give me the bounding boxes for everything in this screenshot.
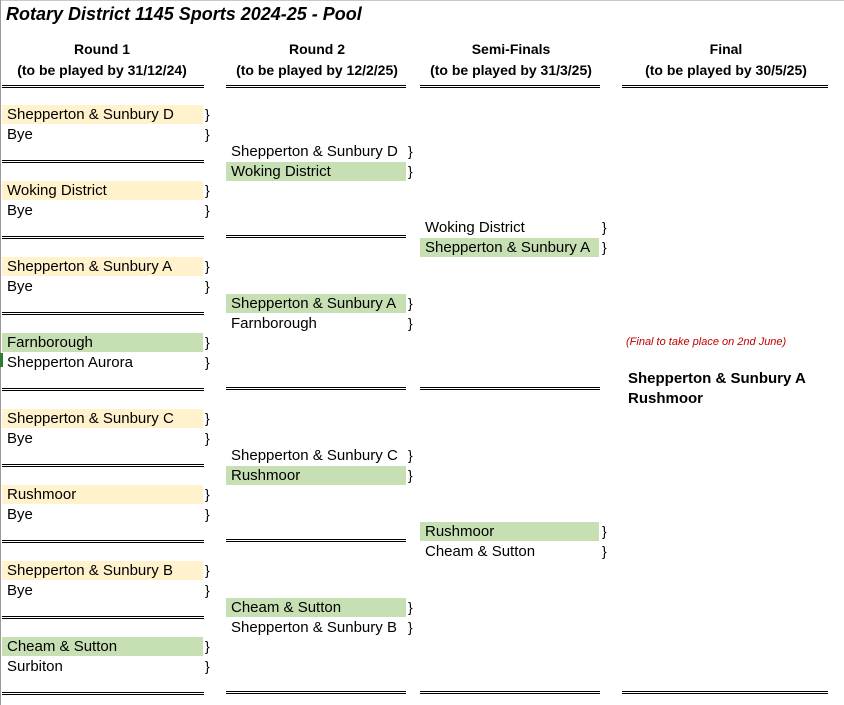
round2-team: Shepperton & Sunbury A <box>226 294 406 313</box>
bracket-brace: } <box>205 258 210 274</box>
sheet-top-border <box>0 0 844 1</box>
header-round-1-deadline: (to be played by 31/12/24) <box>17 62 187 78</box>
sheet-title: Rotary District 1145 Sports 2024-25 - Po… <box>6 4 362 24</box>
round1-team: Shepperton & Sunbury B <box>2 561 203 580</box>
round1-team: Shepperton & Sunbury C <box>2 409 203 428</box>
round1-team: Bye <box>7 505 33 523</box>
cell-marker <box>0 353 3 367</box>
header-round-1-name: Round 1 <box>74 41 130 57</box>
round1-team: Rushmoor <box>2 485 203 504</box>
bracket-brace: } <box>205 638 210 654</box>
bracket-brace: } <box>205 353 210 370</box>
header-round-1: Round 1 (to be played by 31/12/24) <box>2 39 202 81</box>
bracket-brace: } <box>205 106 210 122</box>
finalist-1: Shepperton & Sunbury A <box>628 370 806 387</box>
bracket-brace: } <box>408 143 413 159</box>
round1-team: Shepperton Aurora <box>7 353 133 371</box>
bracket-brace: } <box>408 295 413 311</box>
semi-final-team: Shepperton & Sunbury A <box>420 238 599 257</box>
round1-team: Shepperton & Sunbury D <box>2 105 203 124</box>
match-separator <box>2 388 204 391</box>
bracket-brace: } <box>205 182 210 198</box>
bracket-brace: } <box>408 315 413 331</box>
header-underline <box>420 85 600 88</box>
match-separator <box>622 691 828 694</box>
header-final-deadline: (to be played by 30/5/25) <box>645 62 807 78</box>
bracket-brace: } <box>205 505 210 522</box>
bracket-brace: } <box>205 334 210 350</box>
semi-final-team: Cheam & Sutton <box>425 543 536 560</box>
bracket-brace: } <box>408 163 413 179</box>
bracket-brace: } <box>205 201 210 218</box>
header-semi-finals-deadline: (to be played by 31/3/25) <box>430 62 592 78</box>
match-separator <box>2 236 204 239</box>
round1-team: Woking District <box>2 181 203 200</box>
round1-team: Shepperton & Sunbury A <box>2 257 203 276</box>
round2-team: Rushmoor <box>226 466 406 485</box>
bracket-brace: } <box>205 410 210 426</box>
bracket-brace: } <box>205 562 210 578</box>
match-separator <box>226 691 406 694</box>
match-separator <box>226 387 406 390</box>
sheet-left-border <box>0 0 1 705</box>
bracket-brace: } <box>408 447 413 463</box>
header-round-2-name: Round 2 <box>289 41 345 57</box>
header-underline <box>622 85 828 88</box>
header-final: Final (to be played by 30/5/25) <box>622 39 830 81</box>
round2-team: Shepperton & Sunbury D <box>231 143 398 160</box>
bracket-brace: } <box>602 523 607 539</box>
match-separator <box>420 387 600 390</box>
header-underline <box>226 85 406 88</box>
header-underline <box>2 85 204 88</box>
match-separator <box>2 692 204 695</box>
round1-team: Bye <box>7 581 33 599</box>
bracket-brace: } <box>205 429 210 446</box>
match-separator <box>226 539 406 542</box>
round1-team: Bye <box>7 201 33 219</box>
round2-team: Cheam & Sutton <box>226 598 406 617</box>
bracket-brace: } <box>205 657 210 674</box>
header-semi-finals: Semi-Finals (to be played by 31/3/25) <box>420 39 602 81</box>
bracket-brace: } <box>602 239 607 255</box>
bracket-brace: } <box>205 486 210 502</box>
match-separator <box>420 691 600 694</box>
round2-team: Farnborough <box>231 315 317 332</box>
bracket-brace: } <box>602 543 607 559</box>
round1-team: Bye <box>7 125 33 143</box>
match-separator <box>226 235 406 238</box>
match-separator <box>2 464 204 467</box>
header-round-2-deadline: (to be played by 12/2/25) <box>236 62 398 78</box>
match-separator <box>2 540 204 543</box>
round1-team: Surbiton <box>7 657 63 675</box>
bracket-brace: } <box>205 277 210 294</box>
bracket-brace: } <box>408 599 413 615</box>
match-separator <box>2 312 204 315</box>
round1-team: Bye <box>7 277 33 295</box>
bracket-brace: } <box>205 581 210 598</box>
finalist-2: Rushmoor <box>628 390 703 407</box>
round1-team: Cheam & Sutton <box>2 637 203 656</box>
round2-team: Shepperton & Sunbury C <box>231 447 398 464</box>
final-note: (Final to take place on 2nd June) <box>626 336 787 348</box>
semi-final-team: Rushmoor <box>420 522 599 541</box>
bracket-brace: } <box>602 219 607 235</box>
bracket-brace: } <box>408 619 413 635</box>
round2-team: Shepperton & Sunbury B <box>231 619 397 636</box>
bracket-brace: } <box>205 125 210 142</box>
match-separator <box>2 616 204 619</box>
match-separator <box>2 160 204 163</box>
header-final-name: Final <box>709 41 743 57</box>
bracket-brace: } <box>408 467 413 483</box>
round2-team: Woking District <box>226 162 406 181</box>
header-round-2: Round 2 (to be played by 12/2/25) <box>226 39 408 81</box>
round1-team: Farnborough <box>2 333 203 352</box>
header-semi-finals-name: Semi-Finals <box>471 41 551 57</box>
round1-team: Bye <box>7 429 33 447</box>
semi-final-team: Woking District <box>425 219 525 236</box>
